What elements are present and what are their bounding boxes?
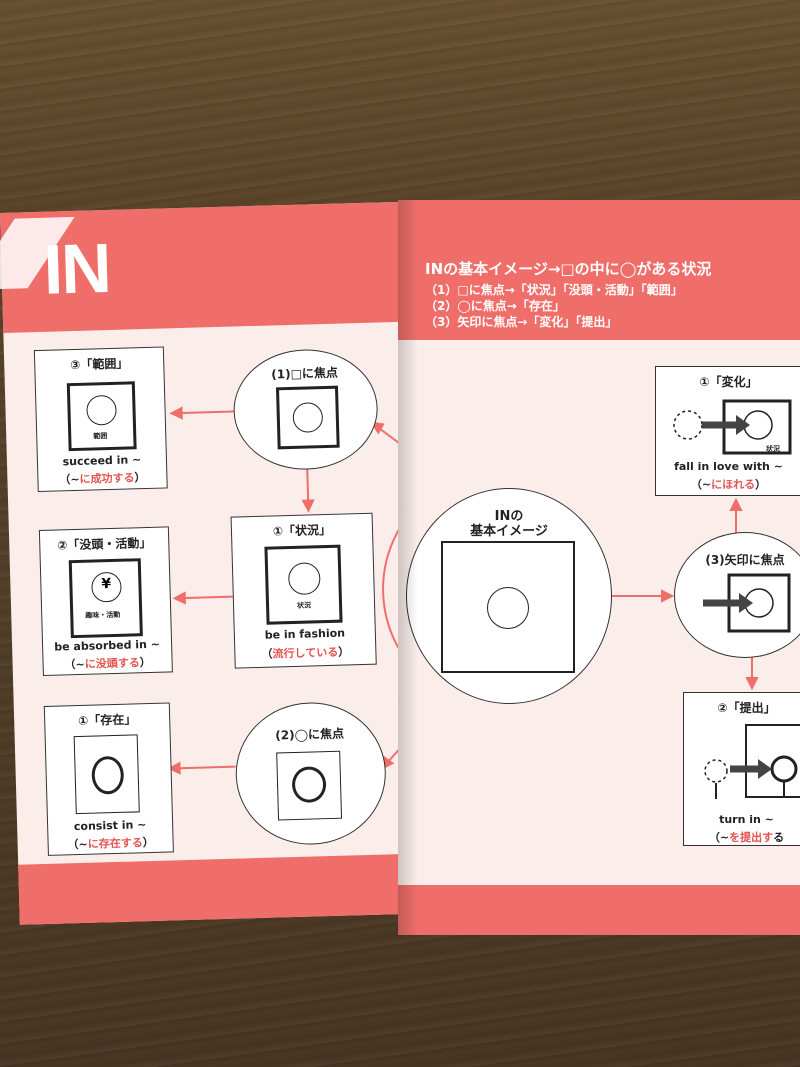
arrow-to-range [177,410,234,415]
change-diagram [673,399,792,455]
change-inner-label: 状況 [766,445,780,453]
situation-japanese: （流行している） [261,645,350,661]
submit-title: ②「提出」 [717,701,776,715]
center-title: INの 基本イメージ [407,509,611,539]
absorb-english: be absorbed in ~ [54,637,161,654]
center-bubble: INの 基本イメージ [406,488,612,704]
absorb-box: ②「没頭・活動」 ¥ 趣味・活動 be absorbed in ~ （~に没頭す… [38,526,173,676]
right-page: INの基本イメージ→□の中に◯がある状況 （1）□に焦点→「状況」「没頭・活動」… [398,200,800,935]
focus-circle-title: (2)◯に焦点 [275,726,345,743]
focus-arrow-diagram [703,573,791,633]
change-title: ①「変化」 [699,375,758,389]
range-english: succeed in ~ [62,453,142,469]
arrow-head-situation [301,499,315,513]
submit-box: ②「提出」 turn in ~ （~を提出する [683,692,800,846]
focus-arrow-title: (3)矢印に焦点 [705,553,785,567]
situation-inner-label: 状況 [296,601,312,610]
range-inner-label: 範囲 [93,432,108,441]
center-square [441,541,575,673]
left-page: IN ③「範囲」 範囲 succeed in ~ （~に成功する） (1 [0,201,433,925]
change-japanese: （~にほれる） [690,478,767,491]
header-line-2: （2）◯に焦点→「存在」 [425,299,565,313]
exist-square [73,734,140,815]
absorb-square: ¥ 趣味・活動 [68,558,143,639]
arrow-head-arrow-focus [661,589,675,603]
center-title-line-2: 基本イメージ [470,524,548,539]
exist-circle [91,755,125,795]
header-line-1: （1）□に焦点→「状況」「没頭・活動」「範囲」 [425,283,683,297]
arrow-to-exist [175,765,236,770]
focus-square-title: (1)□に焦点 [271,365,339,382]
arrow-head-change [729,497,743,511]
change-english: fall in love with ~ [674,460,783,473]
header-main: INの基本イメージ→□の中に◯がある状況 [425,260,712,278]
absorb-title: ②「没頭・活動」 [57,535,152,553]
arrow-to-absorb [180,595,233,600]
person-icon: ¥ [101,576,112,593]
book-spine-shadow [398,200,418,935]
arrow-head-exist [167,761,181,775]
focus-circle-circle [291,766,327,804]
submit-diagram [704,724,800,799]
center-title-line-1: INの [494,509,524,524]
exist-title: ①「存在」 [77,712,137,729]
situation-box: ①「状況」 状況 be in fashion （流行している） [230,512,377,669]
situation-circle [287,562,321,596]
focus-arrow-bubble: (3)矢印に焦点 [674,532,800,658]
situation-title: ①「状況」 [272,522,332,539]
header-block: INの基本イメージ→□の中に◯がある状況 （1）□に焦点→「状況」「没頭・活動」… [425,258,711,330]
submit-japanese: （~を提出する [708,831,785,844]
focus-square-circle [292,402,324,433]
exist-box: ①「存在」 consist in ~ （~に存在する） [43,702,174,856]
center-circle [487,587,529,629]
range-square: 範囲 [66,381,137,452]
arrow-head-absorb [172,591,187,605]
range-circle [86,394,117,426]
header-line-3: （3）矢印に焦点→「変化」「提出」 [425,315,618,329]
arrow-head-submit [745,677,759,691]
absorb-inner-label: 趣味・活動 [85,610,121,620]
focus-circle-frame [276,750,343,821]
range-japanese: （~に成功する） [59,471,146,487]
range-title: ③「範囲」 [69,356,129,373]
exist-english: consist in ~ [73,818,147,834]
exist-japanese: （~に存在する） [67,835,154,852]
arrow-head-range [169,406,183,420]
bottom-red-band-right [398,885,800,935]
situation-english: be in fashion [264,626,346,642]
top-red-band-right [398,200,800,340]
range-box: ③「範囲」 範囲 succeed in ~ （~に成功する） [33,346,168,493]
submit-english: turn in ~ [719,813,774,826]
change-box: ①「変化」 状況 fall in love with ~ （~にほれる） [655,366,800,496]
situation-square: 状況 [264,544,343,625]
focus-square-frame [275,385,340,450]
absorb-japanese: （~に没頭する） [64,655,151,672]
